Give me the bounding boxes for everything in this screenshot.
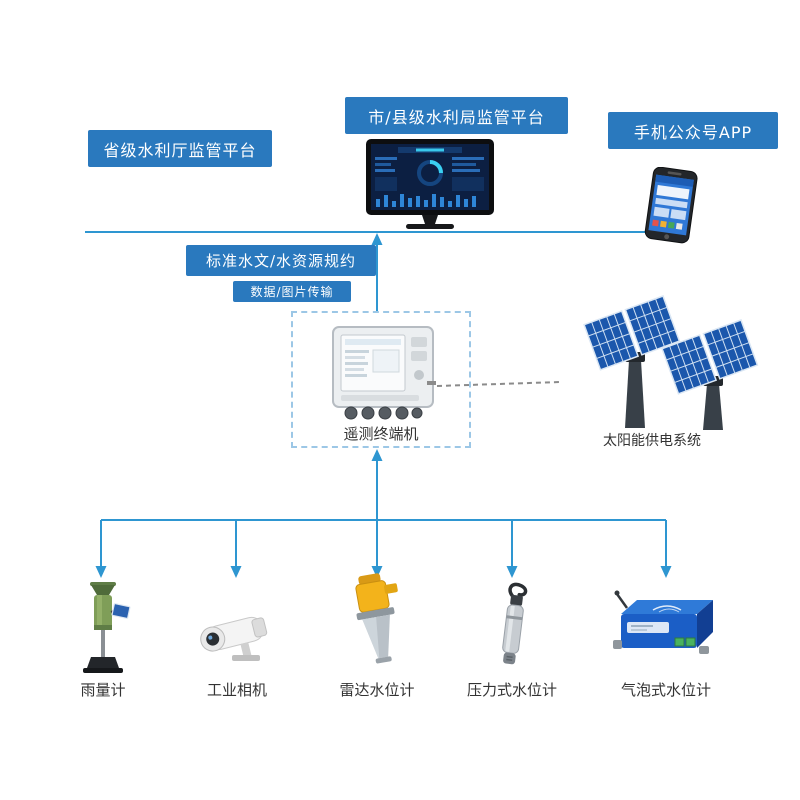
industrial-camera-icon [190,597,284,673]
branch-arrow-radar-level-gauge [371,520,383,578]
industrial-camera-label: 工业相机 [206,681,267,699]
dashboard-monitor-icon [366,139,494,237]
branch-arrow-bubble-level-gauge [660,520,672,578]
pressure-level-gauge-label: 压力式水位计 [466,681,557,699]
protocol-label: 标准水文/水资源规约 [205,252,357,270]
telemetry-terminal-icon [327,323,439,429]
smartphone-icon [643,166,699,249]
rain-gauge-icon [63,580,143,680]
radar-level-gauge-icon [330,572,424,678]
branch-arrow-industrial-camera [230,520,242,578]
provincial-platform-label: 省级水利厅监管平台 [103,140,257,160]
rtu-to-platforms-arrow [371,233,383,312]
radar-level-gauge-label: 雷达水位计 [339,681,415,699]
rtu-group-frame: 遥测终端机 [291,311,471,448]
mobile-app-label: 手机公众号APP [633,122,753,142]
antenna-line [436,381,561,387]
mobile-app-box: 手机公众号APP [608,112,778,149]
city-county-platform-box: 市/县级水利局监管平台 [345,97,568,134]
data-transfer-label: 数据/图片传输 [250,285,334,299]
bubble-level-gauge-label: 气泡式水位计 [620,681,711,699]
rtu-label: 遥测终端机 [343,425,419,443]
rain-gauge-label: 雨量计 [80,681,126,699]
provincial-platform-box: 省级水利厅监管平台 [88,130,272,167]
data-transfer-box: 数据/图片传输 [233,281,351,302]
branch-arrow-rain-gauge [95,520,107,578]
sensors-to-rtu-arrow [371,449,383,521]
protocol-box: 标准水文/水资源规约 [186,245,376,276]
solar-label: 太阳能供电系统 [603,433,701,449]
branch-arrow-pressure-level-gauge [506,520,518,578]
city-county-platform-label: 市/县级水利局监管平台 [368,107,545,127]
pressure-level-gauge-icon [487,580,537,682]
bubble-level-gauge-icon [607,588,723,668]
solar-panels-icon [583,276,775,440]
